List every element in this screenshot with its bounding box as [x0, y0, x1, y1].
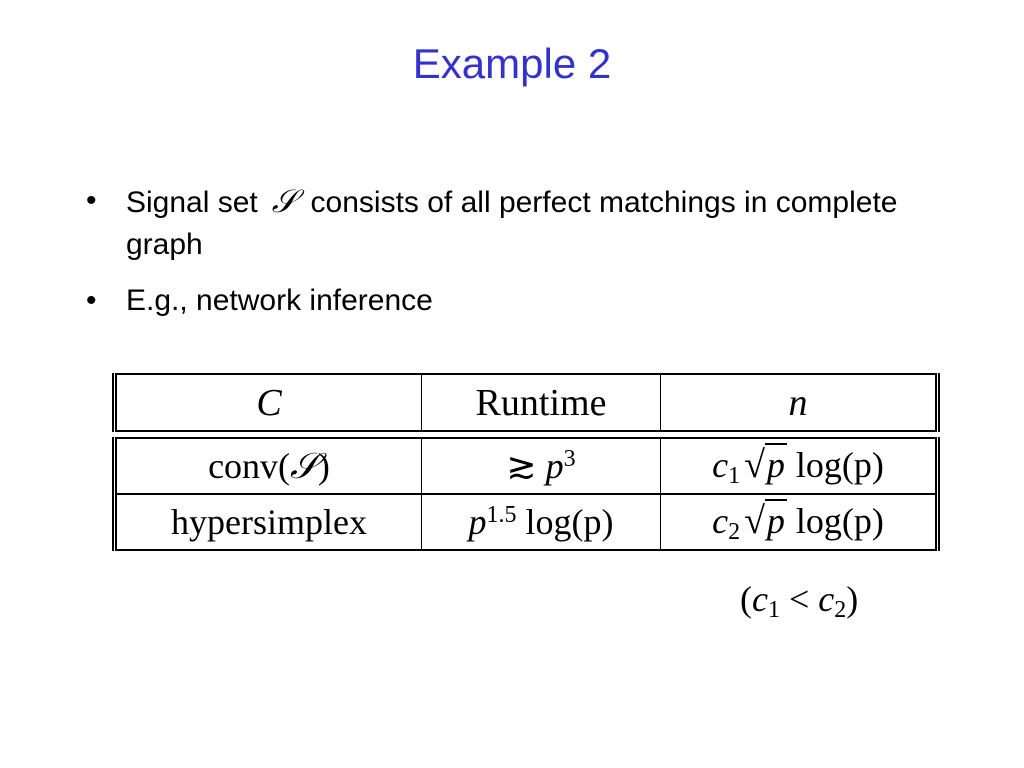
radical: √	[744, 499, 765, 542]
sqrt-icon: √p	[740, 442, 787, 487]
cell-coef: c	[712, 500, 729, 541]
bullet-text-after: consists of all perfect matchings in com…	[126, 186, 898, 261]
sqrt-icon: √p	[740, 498, 787, 543]
bullet-item: • E.g., network inference	[84, 280, 964, 322]
cell-exp: 1.5	[486, 502, 517, 528]
cell-tail: log(p)	[786, 444, 884, 485]
cell-c: conv(𝒮)	[117, 437, 422, 495]
less-than: <	[779, 579, 819, 619]
cell-sym: 𝒮	[290, 445, 318, 486]
cell-sub: 2	[728, 518, 741, 545]
paren-close: )	[846, 579, 859, 619]
cell-runtime: p1.5 log(p)	[421, 493, 661, 551]
paren-open: (	[740, 579, 752, 619]
radicand: p	[764, 442, 787, 485]
cell-c: hypersimplex	[117, 493, 422, 551]
cell-rel: ≳	[506, 446, 537, 486]
sub-2: 2	[834, 597, 847, 623]
var-c2: c	[818, 579, 835, 619]
bullet-dot-icon: •	[86, 184, 97, 217]
header-cell-n: n	[660, 373, 935, 432]
cell-exp: 3	[563, 446, 576, 472]
footnote-inequality: (c1 < c2)	[740, 578, 858, 624]
cell-n: c1√p log(p)	[660, 437, 935, 495]
bullet-text: E.g., network inference	[126, 284, 433, 317]
cell-base: p	[468, 502, 487, 542]
cell-close: )	[317, 445, 330, 486]
cell-base: p	[545, 446, 564, 486]
table-header: C Runtime n	[112, 373, 940, 432]
table-row: conv(𝒮) ≳ p3 c1√p log(p)	[117, 437, 935, 495]
cell-n: c2√p log(p)	[660, 493, 935, 551]
header-cell-c: C	[117, 373, 422, 432]
cell-runtime: ≳ p3	[421, 437, 661, 495]
math-symbol-s: 𝒮	[271, 182, 297, 220]
cell-tail: log(p)	[516, 502, 614, 542]
table-row: hypersimplex p1.5 log(p) c2√p log(p)	[117, 493, 935, 551]
radical: √	[744, 443, 765, 486]
header-cell-runtime: Runtime	[421, 373, 661, 432]
sub-1: 1	[767, 597, 780, 623]
bullet-dot-icon: •	[86, 284, 97, 317]
cell-coef: c	[712, 444, 729, 485]
header-row: C Runtime n	[117, 373, 935, 432]
slide-title: Example 2	[412, 40, 612, 87]
table-body: conv(𝒮) ≳ p3 c1√p log(p) hypersimplex p1…	[112, 437, 940, 551]
cell-sub: 1	[728, 462, 741, 489]
bullet-text-before: Signal set	[126, 186, 258, 219]
cell-fn: conv(	[208, 445, 291, 486]
var-c1: c	[752, 579, 768, 619]
cell-tail: log(p)	[786, 500, 884, 541]
radicand: p	[764, 498, 787, 541]
